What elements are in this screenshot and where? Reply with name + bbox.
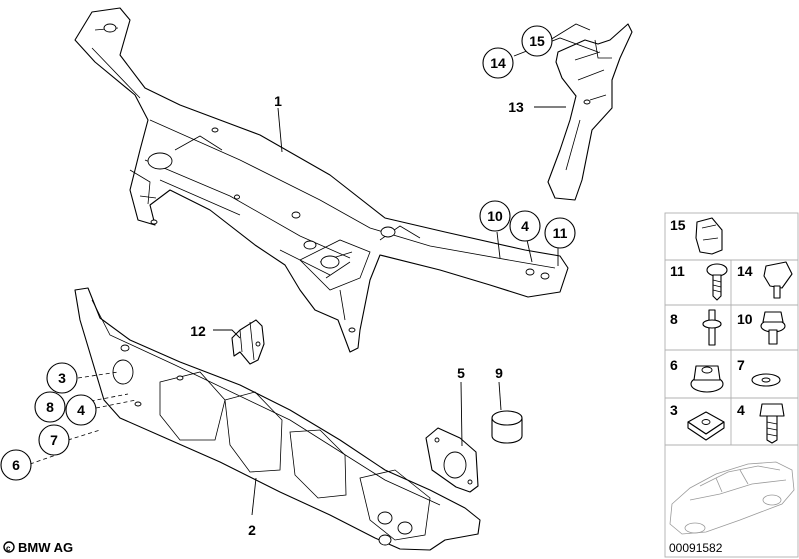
callout-1: 1: [274, 93, 282, 109]
hex-bolt-icon: [759, 403, 785, 444]
callout-8: 8: [46, 399, 54, 415]
screw-icon: [706, 263, 728, 301]
legend-label-7: 7: [737, 357, 745, 373]
legend-label-6: 6: [670, 357, 678, 373]
upper-cross-member: [74, 7, 569, 353]
callout-6: 6: [12, 457, 20, 473]
plate: [425, 427, 479, 493]
callout-15: 15: [529, 33, 545, 49]
callout-14: 14: [490, 55, 506, 71]
copyright-icon: [3, 541, 15, 553]
brand-mark: c BMW AG: [3, 540, 73, 555]
bracket: [231, 319, 265, 365]
legend-label-14: 14: [737, 263, 753, 279]
legend-label-3: 3: [670, 402, 678, 418]
drawing-number: 00091582: [669, 541, 723, 555]
callout-13: 13: [508, 99, 524, 115]
flange-nut-icon: [690, 365, 724, 393]
legend-label-8: 8: [670, 311, 678, 327]
callout-10: 10: [487, 208, 503, 224]
legend-label-11: 11: [670, 263, 685, 279]
rubber-bush: [491, 410, 523, 444]
callout-12: 12: [190, 323, 206, 339]
brand-name: BMW AG: [18, 540, 73, 555]
legend-label-4: 4: [737, 402, 745, 418]
flange-bolt-icon: [760, 311, 786, 345]
callout-2: 2: [248, 522, 256, 538]
callouts: 1 2 13 12 5 9 15 14 10 4 11 3 8 4 7 6: [0, 25, 576, 538]
clip-icon: [695, 217, 723, 255]
washer-icon: [751, 373, 781, 387]
square-nut-icon: [687, 411, 725, 441]
callout-11: 11: [553, 225, 568, 241]
svg-text:c: c: [6, 544, 11, 553]
air-duct: [547, 23, 633, 201]
legend-label-15: 15: [670, 217, 686, 233]
callout-4-upper: 4: [521, 218, 529, 234]
lower-support-frame: [74, 287, 481, 551]
callout-5: 5: [457, 365, 465, 381]
callout-7: 7: [50, 432, 58, 448]
fastener-legend: 15 11 14 8 10: [664, 212, 799, 558]
legend-label-10: 10: [737, 311, 753, 327]
rivet-icon: [702, 309, 722, 346]
callout-9: 9: [495, 365, 503, 381]
callout-3: 3: [58, 370, 66, 386]
callout-4-lower: 4: [77, 402, 85, 418]
car-silhouette-icon: [669, 461, 795, 535]
grommet-icon: [763, 261, 793, 299]
